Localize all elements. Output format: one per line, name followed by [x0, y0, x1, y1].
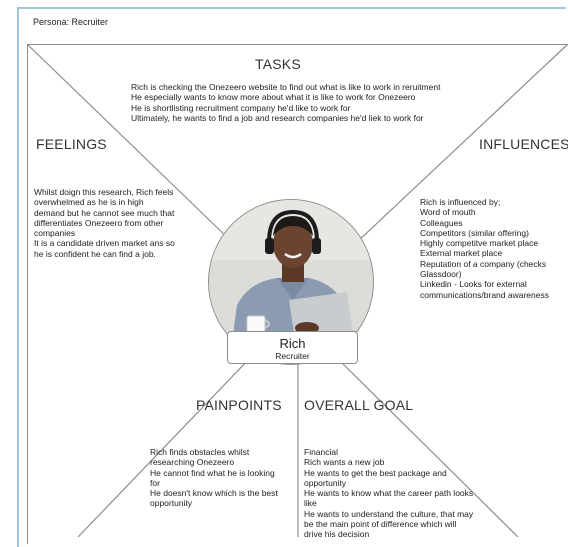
- influences-line: Reputation of a company (checks Glassdoo…: [420, 258, 549, 280]
- overall-goal-line: He wants to get the best package and opp…: [304, 467, 450, 488]
- influences-line: Rich is influenced by;: [420, 197, 501, 207]
- tasks-line: He especially wants to know more about w…: [131, 92, 416, 103]
- influences-line: Competitors (similar offering): [420, 227, 529, 238]
- divider-bottom-right: [334, 355, 519, 537]
- persona-role: Recruiter: [275, 351, 310, 361]
- tasks-line: He is shortlisting recruitment company h…: [131, 102, 351, 113]
- tasks-text: Rich is checking the Onezeero website to…: [131, 82, 471, 123]
- overall-goal-line: He wants to understand the culture, that…: [304, 508, 474, 540]
- feelings-text: Whilst doign this research, Rich feels o…: [34, 187, 176, 259]
- overall-goal-line: He wants to know what the career path lo…: [304, 488, 474, 509]
- persona-label: Persona: Recruiter: [33, 17, 109, 27]
- feelings-line: Whilst doign this research, Rich feels o…: [34, 187, 177, 239]
- feelings-line: It is a candidate driven market ans so h…: [34, 238, 178, 259]
- painpoints-line: He cannot find what he is looking for: [150, 467, 278, 488]
- empathy-map-box: [27, 44, 568, 544]
- influences-text: Rich is influenced by; Word of mouth Col…: [420, 197, 562, 300]
- divider-bottom-left: [77, 355, 253, 537]
- painpoints-heading: PAINPOINTS: [196, 397, 282, 413]
- influences-line: External market place: [420, 248, 503, 259]
- divider-top-right: [356, 43, 568, 243]
- persona-name-card: Rich Recruiter: [227, 331, 358, 364]
- overall-goal-line: Rich wants a new job: [304, 457, 385, 468]
- tasks-line: Rich is checking the Onezeero website to…: [131, 82, 441, 92]
- overall-goal-text: Financial Rich wants a new job He wants …: [304, 447, 474, 540]
- overall-goal-heading: OVERALL GOAL: [304, 397, 414, 413]
- tasks-line: Ultimately, he wants to find a job and r…: [131, 112, 424, 123]
- feelings-heading: FEELINGS: [36, 136, 107, 152]
- overall-goal-line: Financial: [304, 447, 339, 457]
- tasks-heading: TASKS: [255, 56, 301, 72]
- painpoints-line: Rich finds obstacles whilst researching …: [150, 447, 252, 468]
- painpoints-line: He doesn't know which is the best opport…: [150, 488, 281, 509]
- influences-heading: INFLUENCES: [479, 136, 568, 152]
- influences-line: Linkedin - Looks for external communicat…: [420, 279, 549, 300]
- influences-line: Highly competitve market place: [420, 238, 539, 249]
- influences-line: Colleagues: [420, 217, 463, 228]
- painpoints-text: Rich finds obstacles whilst researching …: [150, 447, 280, 509]
- persona-name: Rich: [279, 336, 306, 351]
- influences-line: Word of mouth: [420, 207, 476, 218]
- divider-top-left: [26, 43, 233, 243]
